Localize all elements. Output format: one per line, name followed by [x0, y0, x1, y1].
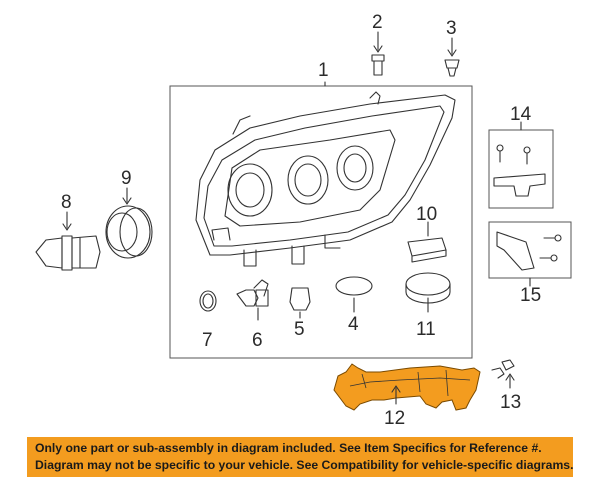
callout-11: 11	[416, 319, 436, 340]
bulb-part-8	[35, 211, 101, 271]
assembly-box	[169, 85, 473, 359]
disclaimer-line-2: Diagram may not be specific to your vehi…	[35, 458, 574, 472]
clip-part-3	[444, 37, 460, 77]
brackets-part-15	[496, 231, 562, 287]
ring-part-7	[199, 290, 217, 312]
bracket-part-12	[333, 363, 481, 411]
callout-10: 10	[416, 204, 437, 225]
callout-9: 9	[121, 168, 132, 189]
callout-3: 3	[446, 18, 457, 39]
callout-5: 5	[294, 319, 305, 340]
ballast-part-11	[405, 272, 451, 313]
headlamp-assembly	[195, 91, 456, 267]
callout-2: 2	[372, 12, 383, 33]
socket-part-9	[105, 187, 153, 259]
bolt-part-2	[371, 31, 385, 76]
callout-4: 4	[348, 314, 359, 335]
callout-6: 6	[252, 330, 263, 351]
socket-part-6	[236, 279, 269, 321]
gasket-part-4	[335, 276, 373, 313]
callout-7: 7	[202, 330, 213, 351]
callout-8: 8	[61, 192, 72, 213]
callout-13: 13	[500, 392, 521, 413]
disclaimer-line-1: Only one part or sub-assembly in diagram…	[35, 441, 542, 455]
module-part-10	[407, 221, 447, 263]
callout-1: 1	[318, 60, 329, 81]
bulb-part-5	[289, 287, 311, 319]
disclaimer-banner: Only one part or sub-assembly in diagram…	[27, 437, 573, 477]
part-15-box	[488, 221, 572, 279]
bracket-part-12-fill	[333, 363, 481, 411]
callout-14: 14	[510, 104, 532, 125]
callout-15: 15	[520, 285, 541, 306]
callout-12: 12	[384, 408, 405, 429]
bolt-part-13	[491, 359, 515, 389]
brackets-part-14	[493, 121, 546, 197]
